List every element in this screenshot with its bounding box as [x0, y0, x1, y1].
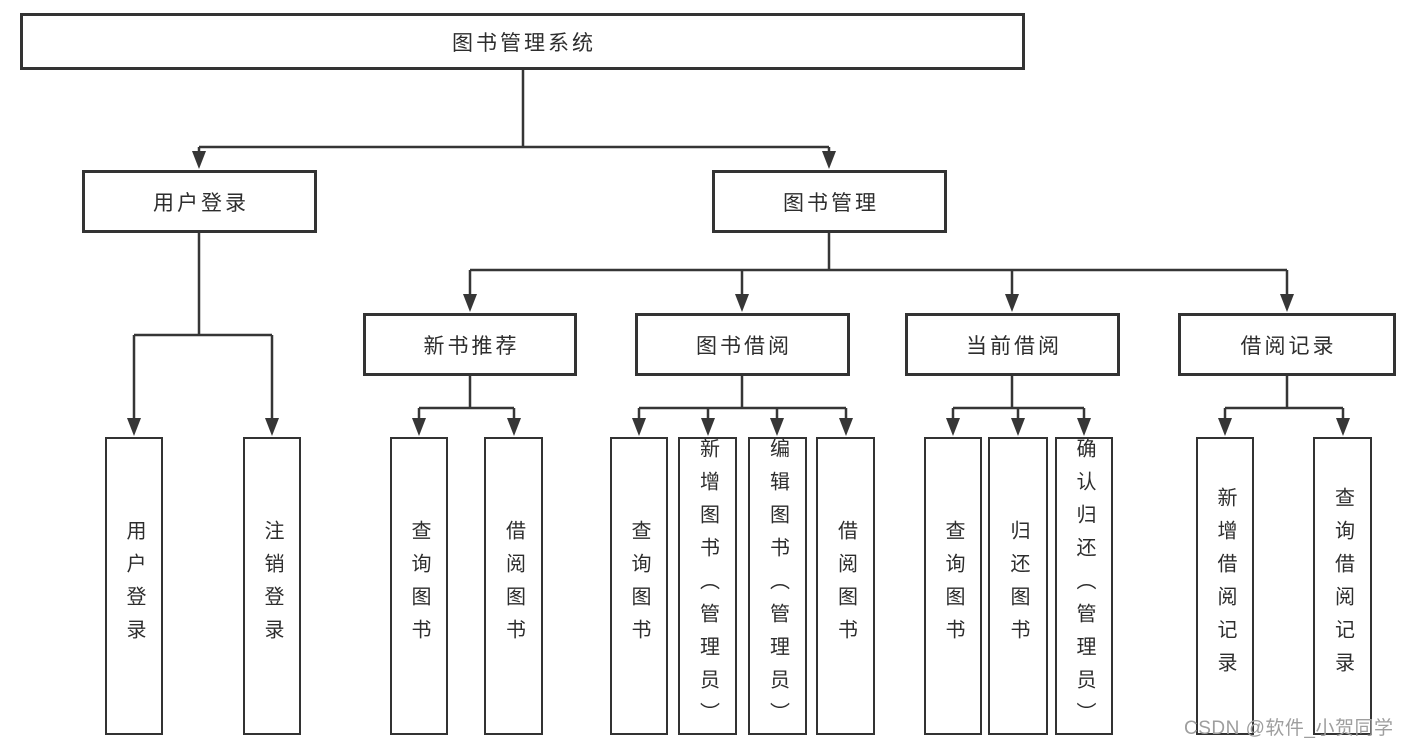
arrow-down-icon — [822, 151, 836, 169]
node-root: 图书管理系统 — [20, 13, 1025, 70]
leaf-query-borrow-record: 查询借阅记录 — [1313, 437, 1372, 735]
node-root-label: 图书管理系统 — [452, 31, 596, 55]
leaf-add-book-admin-label: 新增图书（管理员） — [696, 437, 719, 735]
node-book-borrow: 图书借阅 — [635, 313, 850, 376]
leaf-borrow-book-1: 借阅图书 — [484, 437, 543, 735]
watermark: CSDN @软件_小贺同学 — [1184, 718, 1394, 739]
leaf-add-borrow-record-label: 新增借阅记录 — [1214, 487, 1236, 685]
connector-book-borrow-branch — [637, 376, 848, 419]
leaf-confirm-return-admin-label: 确认归还（管理员） — [1073, 437, 1095, 735]
connector-user-login-branch — [132, 233, 274, 419]
leaf-borrow-book-2: 借阅图书 — [816, 437, 875, 735]
arrow-down-icon — [412, 418, 426, 436]
leaf-add-borrow-record: 新增借阅记录 — [1196, 437, 1254, 735]
leaf-query-book-3: 查询图书 — [924, 437, 982, 735]
leaf-query-book-2-label: 查询图书 — [628, 520, 650, 652]
connector-root — [197, 70, 831, 153]
leaf-borrow-book-2-label: 借阅图书 — [834, 520, 857, 652]
arrow-down-icon — [946, 418, 960, 436]
connector-book-management-branch — [468, 233, 1289, 295]
arrow-down-icon — [127, 418, 141, 436]
connector-borrow-record-branch — [1223, 376, 1345, 419]
arrow-down-icon — [192, 151, 206, 169]
node-borrow-record: 借阅记录 — [1178, 313, 1396, 376]
arrow-down-icon — [507, 418, 521, 436]
connector-current-borrow-branch — [951, 376, 1086, 419]
leaf-edit-book-admin-label: 编辑图书（管理员） — [766, 437, 789, 735]
arrow-down-icon — [839, 418, 853, 436]
leaf-borrow-book-1-label: 借阅图书 — [502, 520, 525, 652]
leaf-query-book-3-label: 查询图书 — [942, 520, 964, 652]
leaf-add-book-admin: 新增图书（管理员） — [678, 437, 737, 735]
node-user-login: 用户登录 — [82, 170, 317, 233]
arrow-down-icon — [770, 418, 784, 436]
leaf-return-book-label: 归还图书 — [1007, 520, 1029, 652]
node-current-borrow-label: 当前借阅 — [966, 334, 1062, 358]
arrow-down-icon — [735, 294, 749, 312]
leaf-edit-book-admin: 编辑图书（管理员） — [748, 437, 807, 735]
node-book-management-label: 图书管理 — [783, 191, 879, 215]
leaf-user-login: 用户登录 — [105, 437, 163, 735]
node-user-login-label: 用户登录 — [153, 191, 249, 215]
arrow-down-icon — [265, 418, 279, 436]
leaf-return-book: 归还图书 — [988, 437, 1048, 735]
leaf-query-book-1-label: 查询图书 — [408, 520, 430, 652]
arrow-down-icon — [701, 418, 715, 436]
arrow-down-icon — [1005, 294, 1019, 312]
leaf-query-book-1: 查询图书 — [390, 437, 448, 735]
arrow-down-icon — [632, 418, 646, 436]
arrow-down-icon — [463, 294, 477, 312]
node-borrow-record-label: 借阅记录 — [1240, 334, 1337, 358]
leaf-logout: 注销登录 — [243, 437, 301, 735]
arrow-down-icon — [1077, 418, 1091, 436]
arrow-down-icon — [1280, 294, 1294, 312]
node-book-borrow-label: 图书借阅 — [696, 334, 792, 358]
node-current-borrow: 当前借阅 — [905, 313, 1120, 376]
leaf-query-book-2: 查询图书 — [610, 437, 668, 735]
leaf-query-borrow-record-label: 查询借阅记录 — [1331, 487, 1354, 685]
connector-new-book-branch — [417, 376, 516, 419]
node-new-book-recommend-label: 新书推荐 — [423, 334, 520, 358]
node-book-management: 图书管理 — [712, 170, 947, 233]
arrow-down-icon — [1011, 418, 1025, 436]
leaf-user-login-label: 用户登录 — [123, 520, 145, 652]
arrow-down-icon — [1218, 418, 1232, 436]
leaf-confirm-return-admin: 确认归还（管理员） — [1055, 437, 1113, 735]
node-new-book-recommend: 新书推荐 — [363, 313, 577, 376]
arrow-down-icon — [1336, 418, 1350, 436]
leaf-logout-label: 注销登录 — [261, 520, 283, 652]
